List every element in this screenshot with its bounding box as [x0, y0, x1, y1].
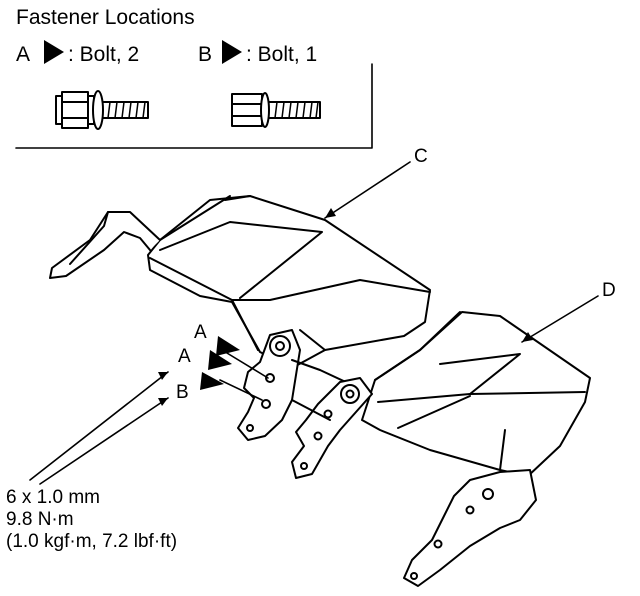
- legend-letter-b: B: [198, 43, 213, 66]
- callout-a-lower: A: [178, 346, 191, 367]
- leader-arrow-a-icon: [158, 372, 168, 380]
- marker-a-upper-icon: [216, 336, 240, 356]
- legend-box: [15, 63, 373, 149]
- marker-b-icon: [200, 372, 224, 390]
- legend-title: Fastener Locations: [16, 6, 195, 29]
- seat-cushion-c: [49, 195, 431, 369]
- seat-cushion-d: [361, 311, 591, 477]
- bolt-a-icon: [55, 90, 149, 130]
- spec-torque-nm: 9.8 N·m: [6, 509, 74, 530]
- legend-desc-b: : Bolt, 1: [246, 43, 318, 66]
- leader-arrow-b-icon: [158, 398, 168, 406]
- hinge-bracket-right: [291, 377, 373, 479]
- callout-d: D: [602, 280, 616, 301]
- callout-b: B: [176, 382, 189, 403]
- callout-a-upper: A: [194, 322, 207, 343]
- rear-bracket-right: [403, 469, 537, 587]
- leader-arrow-c-icon: [325, 208, 336, 218]
- leader-arrow-d-icon: [522, 332, 533, 342]
- legend-desc-a: : Bolt, 2: [68, 43, 140, 66]
- marker-a-lower-icon: [208, 350, 232, 370]
- spec-size: 6 x 1.0 mm: [6, 487, 100, 508]
- hinge-bracket-left: [237, 329, 351, 441]
- bolt-b-icon: [231, 92, 321, 128]
- callout-c: C: [414, 146, 428, 167]
- legend-letter-a: A: [16, 43, 31, 66]
- spec-torque-alt: (1.0 kgf·m, 7.2 lbf·ft): [6, 531, 178, 552]
- legend-arrow-a-icon: [44, 40, 64, 64]
- legend-arrow-b-icon: [222, 40, 242, 64]
- leader-lines: [29, 161, 599, 485]
